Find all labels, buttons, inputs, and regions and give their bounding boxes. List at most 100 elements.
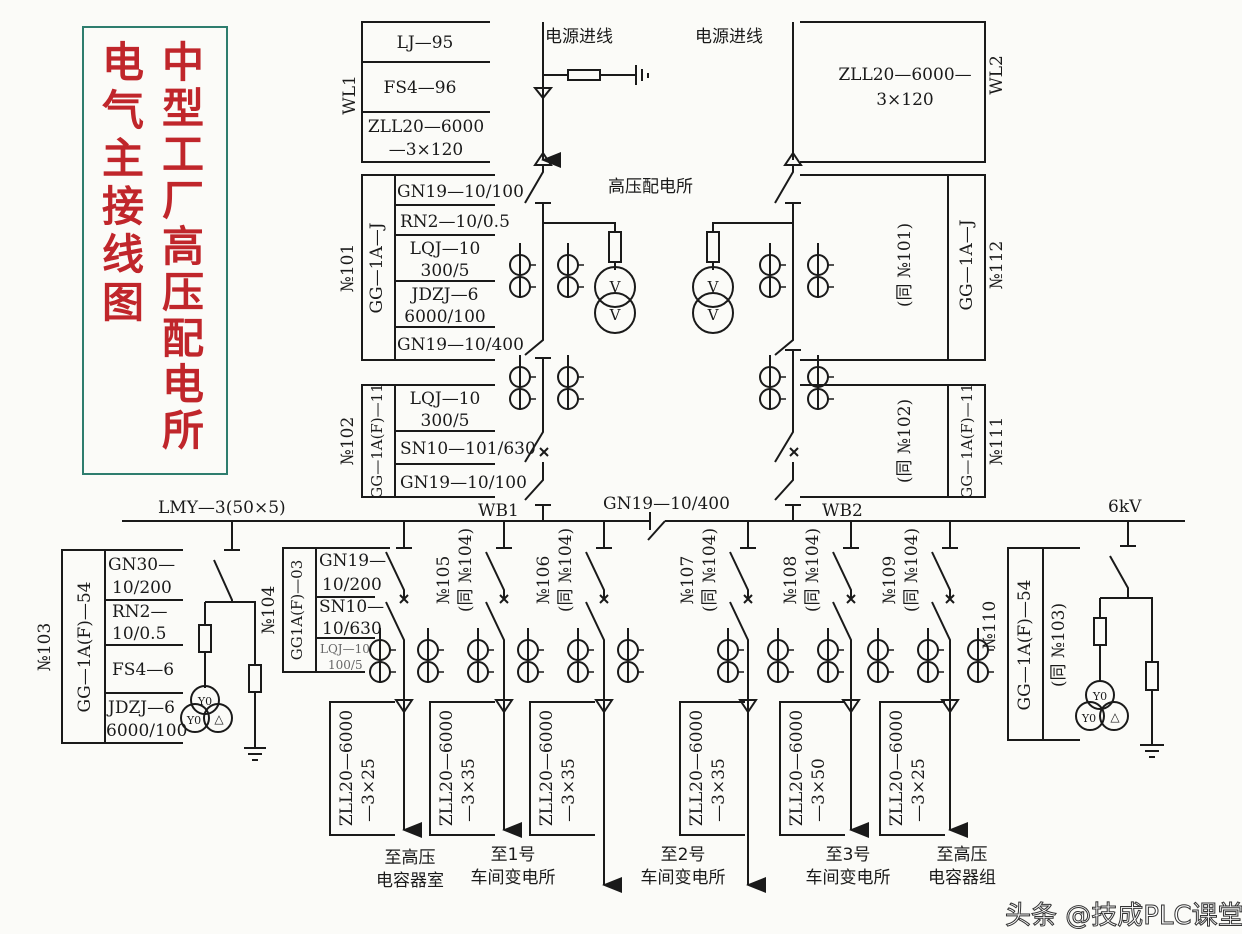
feeder-label: №108 — [781, 556, 801, 605]
station-label: 高压配电所 — [608, 177, 693, 197]
destination-label: 至1号 — [491, 845, 536, 865]
current-transformer-icon — [967, 628, 994, 683]
destination-label: 至2号 — [661, 845, 706, 865]
pt-label: Y0 — [197, 695, 212, 708]
feeder-label: №106 — [534, 556, 554, 605]
no102-type: GG—1A(F)—11 — [368, 383, 386, 499]
pt-label: Y0 — [1092, 690, 1107, 703]
pt-label: Y0 — [186, 714, 201, 727]
wl1-row: ZLL20—6000 — [368, 117, 484, 137]
voltage-transformer-icon — [692, 266, 734, 308]
current-transformer-icon — [417, 628, 444, 683]
current-transformer-icon — [557, 243, 584, 298]
cable-spec: ZLL20—6000 — [687, 710, 707, 826]
feeder-same: (同 №104) — [700, 528, 720, 612]
feeder-bay: ZLL20—6000—3×25 — [329, 521, 412, 835]
busbar-label: LMY—3(50×5) — [158, 498, 286, 518]
cable-head-icon — [594, 699, 614, 714]
current-transformer-icon — [759, 355, 786, 410]
no103-row: 6000/100 — [106, 721, 187, 741]
busbar: LMY—3(50×5) WB1 GN19—10/400 WB2 6kV — [122, 494, 1185, 541]
current-transformers — [369, 243, 994, 683]
no103-row: GN30— — [108, 555, 175, 575]
cabinet-no102: LQJ—10 300/5 SN10—101/630 GN19—10/100 GG… — [338, 383, 536, 499]
wl1-label: WL1 — [340, 75, 360, 115]
no110-label: №110 — [980, 601, 1000, 650]
current-transformer-icon — [467, 628, 494, 683]
no103-row: RN2— — [112, 602, 168, 622]
current-transformer-icon — [759, 243, 786, 298]
no104-type: GG1A(F)—03 — [288, 560, 306, 661]
wl2-label: WL2 — [987, 55, 1007, 95]
no103-label: №103 — [35, 623, 55, 672]
feeder-same: (同 №104) — [556, 528, 576, 612]
pt-label: V — [609, 306, 622, 324]
no104-row: SN10— — [319, 597, 384, 617]
incoming-line-1: 电源进线 高压配电所 — [524, 22, 693, 204]
no101-type: GG—1A—J — [367, 222, 387, 313]
current-transformer-icon — [767, 628, 794, 683]
cable-spec: —3×35 — [709, 758, 729, 822]
no112-type: GG—1A—J — [957, 219, 977, 310]
current-transformer-icon — [807, 243, 834, 298]
no111-type: GG—1A(F)—11 — [958, 383, 976, 499]
current-transformer-icon — [517, 628, 544, 683]
wl2-block: ZLL20—6000— 3×120 WL2 — [800, 21, 1007, 163]
left-incoming-bay: V V — [524, 202, 636, 520]
arrester-icon — [567, 69, 601, 81]
no104-row: GN19— — [319, 551, 386, 571]
feeder-same: (同 №104) — [456, 528, 476, 612]
cable-spec: —3×35 — [559, 758, 579, 822]
cable-head-icon — [738, 699, 758, 714]
no101-row: GN19—10/100 — [397, 182, 524, 202]
pt-label: V — [707, 278, 720, 296]
feeder-label: №107 — [678, 556, 698, 605]
title-block: 电气主接线图 中型工厂高压配电所 — [82, 26, 228, 475]
current-transformer-icon — [867, 628, 894, 683]
voltage-label: 6kV — [1108, 497, 1142, 517]
wl2-row: ZLL20—6000— — [838, 65, 971, 85]
fuse-icon — [198, 624, 212, 653]
disconnector-icon — [524, 165, 544, 204]
cable-box — [429, 701, 495, 836]
feeder-label: №105 — [434, 556, 454, 605]
cable-spec: —3×50 — [809, 758, 829, 822]
no111-same: (同 №102) — [895, 399, 915, 483]
no112-label: №112 — [987, 241, 1007, 290]
wb1-label: WB1 — [478, 501, 519, 521]
wl1-row: —3×120 — [389, 140, 464, 160]
incoming-line-2: 电源进线 — [695, 22, 803, 204]
cabinet-no110: GG—1A(F)—54 (同 №103) №110 Y0 Y0 △ — [980, 521, 1164, 758]
no103-row: JDZJ—6 — [106, 698, 175, 718]
no103-row: FS4—6 — [112, 660, 174, 680]
cable-spec: ZLL20—6000 — [437, 710, 457, 826]
no103-type: GG—1A(F)—54 — [75, 582, 95, 713]
no101-label: №101 — [338, 244, 358, 293]
feeder-same: (同 №104) — [803, 528, 823, 612]
cable-spec: ZLL20—6000 — [337, 710, 357, 826]
cable-spec: ZLL20—6000 — [887, 710, 907, 826]
wl1-row: FS4—96 — [384, 78, 457, 98]
destination-label: 至高压 — [385, 848, 436, 868]
no101-row: LQJ—10 — [410, 239, 481, 259]
incoming-label-right: 电源进线 — [695, 27, 763, 47]
no104-row: 100/5 — [328, 658, 363, 672]
watermark: 头条 @技成PLC课堂 — [1005, 901, 1242, 931]
no101-row: 300/5 — [421, 261, 470, 281]
current-transformer-icon — [717, 628, 744, 683]
arrester-icon — [248, 664, 262, 693]
fuse-icon — [1093, 617, 1107, 646]
no101-row: 6000/100 — [404, 307, 485, 327]
no104-row: 10/630 — [322, 619, 382, 639]
no101-row: JDZJ—6 — [410, 285, 479, 305]
destination-label: 车间变电所 — [471, 868, 556, 888]
destinations: 至高压 电容器室 至1号 车间变电所 至2号 车间变电所 至3号 车间变电所 至… — [376, 845, 996, 891]
wl2-row: 3×120 — [876, 90, 934, 110]
no104-row: LQJ—10 — [320, 642, 370, 656]
